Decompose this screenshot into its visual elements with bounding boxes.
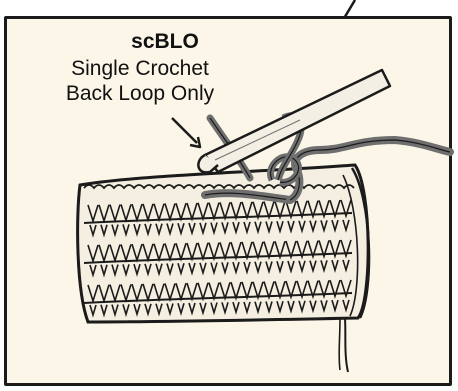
arrow-icon <box>172 118 200 147</box>
